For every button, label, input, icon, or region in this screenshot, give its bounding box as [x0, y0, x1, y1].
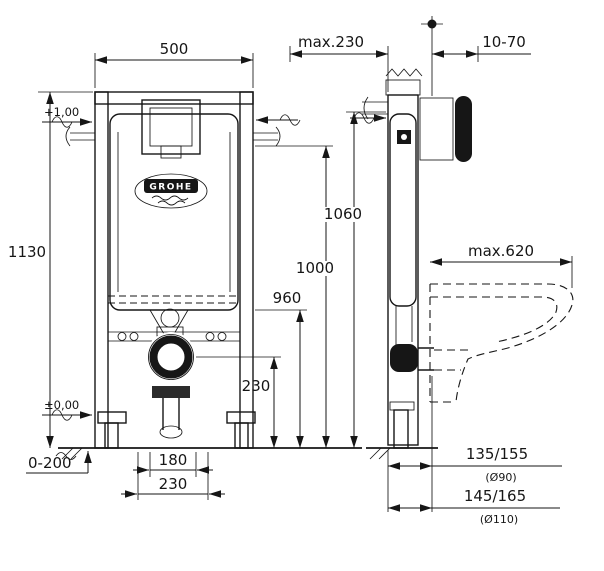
foot-side: [393, 409, 409, 449]
dim-0-200-label: 0-200: [28, 454, 72, 472]
dim-1130-label: 1130: [8, 243, 46, 261]
logo-pill: [144, 179, 198, 193]
cistern-side: [389, 113, 417, 307]
dim-max620-label: max.620: [468, 242, 534, 260]
wc-bowl-rim: [430, 296, 558, 343]
ext-outlets: [387, 376, 433, 512]
foot-bracket-left: [97, 411, 127, 424]
ext-max230: [289, 46, 389, 92]
break-wave-left: [65, 126, 71, 147]
ext-180: [149, 452, 197, 477]
fixing-hole: [205, 332, 215, 341]
dim-outlet-b-diameter: (Ø110): [480, 513, 518, 526]
level-top-label: +1,00: [44, 105, 79, 119]
wall-bracket-left: [70, 132, 95, 141]
outlet-bracket: [152, 386, 190, 398]
dim-1000-mask: [297, 261, 333, 276]
tank-funnel: [149, 309, 189, 335]
dim-1060-mask: [325, 207, 361, 222]
ground-hatch-side: [369, 447, 391, 460]
break-zigzag-top: [385, 68, 423, 77]
level-floor-label: ±0,00: [44, 398, 79, 412]
fixing-hole: [217, 332, 227, 341]
inspection-shaft: [141, 99, 201, 155]
break-wave-right: [275, 126, 281, 147]
dim-outlet-a-label: 135/155: [466, 445, 528, 463]
fixing-bolt-hole: [401, 134, 407, 140]
dim-max230-label: max.230: [298, 33, 364, 51]
ground-hatch: [61, 447, 83, 460]
dim-230b-label: 230: [159, 475, 188, 493]
wc-outlet-dashed: [434, 349, 468, 371]
level-top-wave: [51, 116, 73, 128]
dim-outlet-a-diameter: (Ø90): [485, 471, 516, 484]
brand-logo: GROHE: [149, 183, 192, 193]
outlet-bend: [390, 344, 418, 372]
ext-230b: [137, 452, 209, 500]
drain-outline: [148, 334, 194, 380]
outlet-pipe-end: [159, 425, 183, 439]
wall-bracket-right: [253, 132, 278, 141]
flush-valve-port: [160, 145, 182, 159]
wall-bracket-side: [362, 101, 388, 115]
outlet-pipe: [162, 398, 180, 430]
dim-10-70-label: 10-70: [482, 33, 526, 51]
dim-500-label: 500: [160, 40, 189, 58]
level-floor-wave: [51, 409, 73, 421]
dim-outlet-b-label: 145/165: [464, 487, 526, 505]
top-wall-bracket: [385, 79, 421, 96]
frame-top-rail: [94, 91, 254, 105]
outlet-stub: [418, 347, 434, 371]
flush-actuator-shaft: [419, 97, 454, 161]
dim-180-label: 180: [159, 451, 188, 469]
dimension-annotations: 500 1130 +1,00 ±0,00 0-200 180 230: [8, 33, 573, 526]
wc-bowl-back: [429, 284, 456, 403]
drain-outlet: [149, 335, 193, 379]
flush-downpipe: [395, 306, 413, 346]
fixing-rail-dashed: [108, 295, 240, 304]
logo-ellipse: [134, 173, 208, 209]
dim-1000-label: 1000: [296, 259, 334, 277]
ext-500: [94, 53, 254, 88]
side-view: [362, 16, 574, 460]
foot-bracket-right: [226, 411, 256, 424]
ground-squiggle: [55, 452, 77, 460]
wc-bowl-outline: [430, 283, 574, 403]
frame-left-rail: [94, 91, 109, 449]
foot-right: [234, 422, 249, 449]
logo-wave-1: [151, 195, 189, 201]
front-view: GROHE: [55, 91, 362, 460]
flush-pipe-joint: [160, 308, 180, 328]
fixing-hole: [129, 332, 139, 341]
foot-bracket-side: [389, 401, 415, 411]
cistern-tank: [109, 113, 239, 311]
foot-left: [104, 422, 119, 449]
dim-960-label: 960: [273, 289, 302, 307]
logo-wave-2: [157, 200, 186, 206]
frame-side-profile: [387, 94, 419, 446]
break-wave-side: [363, 96, 369, 120]
flush-plate-side: [455, 96, 472, 162]
fixing-hole: [117, 332, 127, 341]
dim-230h-label: 230: [242, 377, 271, 395]
tank-inner-walls: [117, 132, 231, 292]
dim-1060-label: 1060: [324, 205, 362, 223]
level-wave-mid: [279, 114, 301, 126]
